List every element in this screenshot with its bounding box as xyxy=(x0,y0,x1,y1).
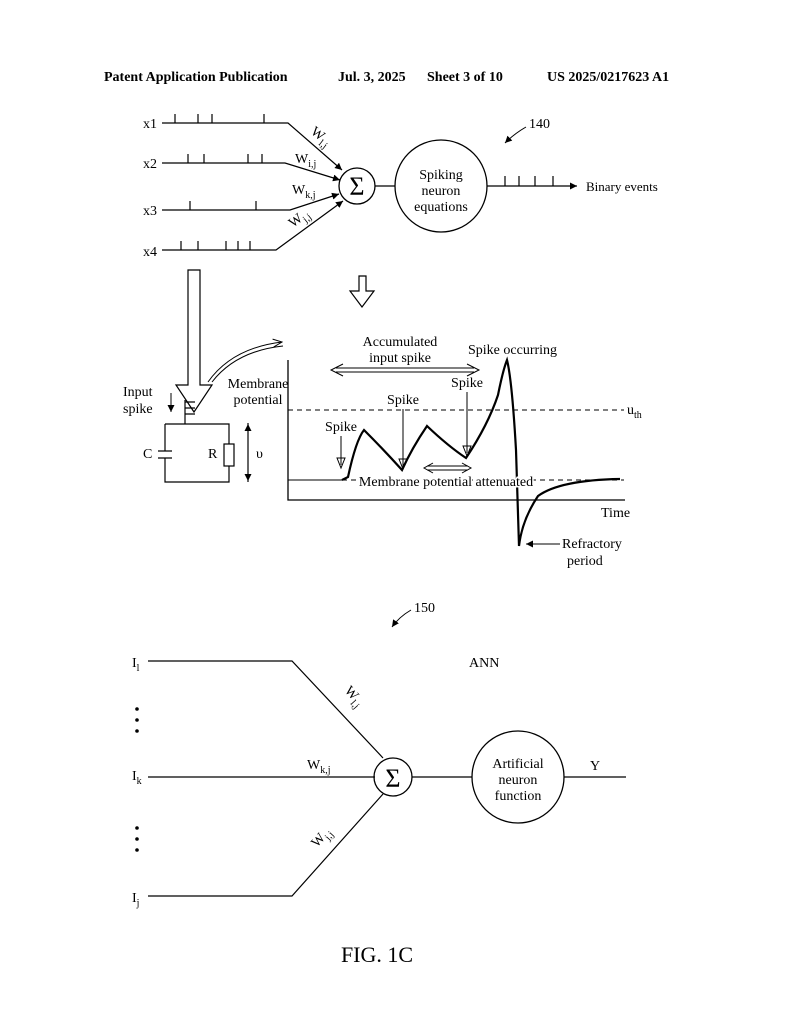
ann-weight-lj: Wl,j xyxy=(339,684,367,712)
ann-ellipsis-dots xyxy=(135,707,139,852)
time-label: Time xyxy=(601,506,630,521)
ann-neuron-line2: neuron xyxy=(499,773,538,788)
ann-input-lines xyxy=(148,660,384,897)
snn-weight-lj: Wl,j xyxy=(306,124,334,151)
membrane-potential-graph: Membrane potential uth Accumulated input… xyxy=(228,335,642,569)
ann-input-j: Ij xyxy=(132,891,139,909)
ann-output-label: Y xyxy=(590,759,600,774)
ann-title: ANN xyxy=(469,656,499,671)
graph-membrane-line2: potential xyxy=(234,393,283,408)
refractory-line1: Refractory xyxy=(562,537,622,552)
spike-label-2: Spike xyxy=(387,393,419,408)
spike-label-1: Spike xyxy=(325,420,357,435)
snn-input-lines xyxy=(162,114,344,251)
snn-diagram: 140 x1 x2 x3 x4 Wl,j Wi,j Wk,j xyxy=(143,114,658,260)
snn-neuron-line1: Spiking xyxy=(419,168,463,183)
snn-neuron-line2: neuron xyxy=(422,184,461,199)
refractory-line2: period xyxy=(567,554,603,569)
snn-neuron-line3: equations xyxy=(414,200,468,215)
snn-input-x1: x1 xyxy=(143,117,157,132)
graph-membrane-line1: Membrane xyxy=(228,377,289,392)
snn-sum-symbol: Σ xyxy=(349,172,364,201)
threshold-label: uth xyxy=(627,403,642,421)
curved-transition-arrow xyxy=(207,342,282,383)
spike-occurring-label: Spike occurring xyxy=(468,343,557,358)
snn-weight-ij: Wi,j xyxy=(295,152,316,170)
spike-label-3: Spike xyxy=(451,376,483,391)
ann-input-l: Il xyxy=(132,656,140,674)
small-down-arrow xyxy=(348,275,376,308)
big-down-arrow xyxy=(174,269,214,414)
ann-ref-label: 150 xyxy=(414,601,435,616)
circuit-c-label: C xyxy=(143,447,152,462)
attenuated-label: Membrane potential attenuated xyxy=(359,475,533,490)
header-publication: Patent Application Publication xyxy=(104,70,288,85)
circuit-input-line1: Input xyxy=(123,385,153,400)
ann-weight-kj: Wk,j xyxy=(307,758,331,776)
circuit-v-label: υ xyxy=(256,447,263,462)
circuit-r-label: R xyxy=(208,447,218,462)
snn-ref-label: 140 xyxy=(529,117,550,132)
ann-input-k: Ik xyxy=(132,769,142,787)
header-sheet: Sheet 3 of 10 xyxy=(427,70,503,85)
snn-input-x3: x3 xyxy=(143,204,157,219)
ann-weight-jj: Wj,j xyxy=(309,825,337,853)
header-number: US 2025/0217623 A1 xyxy=(547,70,670,85)
snn-input-x2: x2 xyxy=(143,157,157,172)
accumulated-line2: input spike xyxy=(369,351,431,366)
snn-ref-leader xyxy=(504,126,527,144)
accumulated-line1: Accumulated xyxy=(363,335,438,350)
accumulated-double-arrow xyxy=(329,363,481,377)
snn-output-label: Binary events xyxy=(586,179,658,194)
figure-label: FIG. 1C xyxy=(341,942,413,967)
graph-axes xyxy=(287,360,625,501)
ann-diagram: 150 ANN Il Ik Ij Wl,j Wk,j Wj,j xyxy=(132,601,626,909)
ann-neuron-line1: Artificial xyxy=(492,757,543,772)
potential-curve xyxy=(341,356,621,547)
ann-neuron-line3: function xyxy=(495,789,542,804)
snn-output-line xyxy=(487,176,577,190)
attenuated-double-arrow xyxy=(422,462,473,474)
ann-sum-symbol: Σ xyxy=(385,764,400,793)
snn-weight-kj: Wk,j xyxy=(292,183,316,201)
ann-ref-leader xyxy=(391,609,412,628)
header-date: Jul. 3, 2025 xyxy=(338,70,406,85)
rc-circuit: Input spike C R υ xyxy=(123,385,263,483)
snn-input-x4: x4 xyxy=(143,245,157,260)
circuit-input-line2: spike xyxy=(123,402,153,417)
